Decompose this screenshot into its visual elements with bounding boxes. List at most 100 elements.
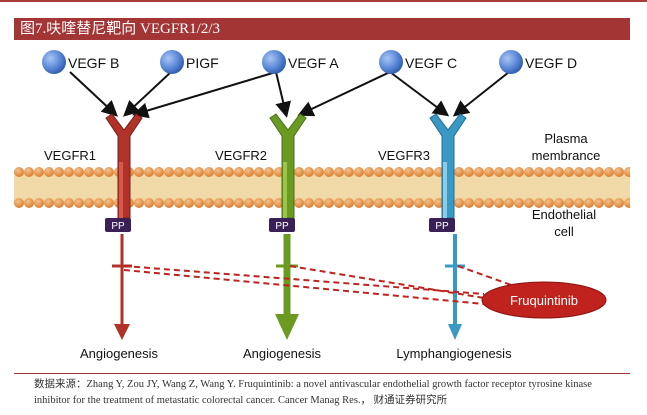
lipid-head [464,167,474,177]
lipid-head [374,167,384,177]
lipid-head [484,167,494,177]
lipid-head [84,167,94,177]
lipid-head [134,167,144,177]
lipid-head [44,198,54,208]
lipid-head [54,167,64,177]
lipid-head [294,167,304,177]
ligand-ball-icon [379,50,403,74]
lipid-head [604,198,614,208]
lipid-head [584,198,594,208]
lipid-head [94,167,104,177]
ligand-ball-icon [160,50,184,74]
lipid-head [534,167,544,177]
receptor-vegfr3: PP VEGFR3 Lymphangiogenesis [378,113,512,361]
lipid-head [354,198,364,208]
receptor-label: VEGFR2 [215,148,267,163]
lipid-head [174,198,184,208]
lipid-head [324,167,334,177]
ligand-vegf-d: VEGF D [499,50,577,74]
lipid-head [294,198,304,208]
lipid-head [454,167,464,177]
lipid-head [24,167,34,177]
lipid-head [234,167,244,177]
lipid-head [544,198,554,208]
lipid-head [454,198,464,208]
lipid-head [44,167,54,177]
lipid-head [614,198,624,208]
lipid-head [494,198,504,208]
lipid-head [14,198,24,208]
lipid-head [584,167,594,177]
lipid-head [304,167,314,177]
lipid-head [554,198,564,208]
lipid-head [154,167,164,177]
ligand-ball-icon [42,50,66,74]
lipid-head [34,198,44,208]
lipid-head [174,167,184,177]
lipid-head [84,198,94,208]
lipid-head [424,198,434,208]
lipid-head [164,167,174,177]
receptor-label: VEGFR3 [378,148,430,163]
lipid-head [24,198,34,208]
lipid-head [524,167,534,177]
lipid-head [474,167,484,177]
lipid-head [254,167,264,177]
lipid-head [234,198,244,208]
lipid-head [134,198,144,208]
ligand-label: VEGF C [405,55,457,71]
lipid-head [224,167,234,177]
lipid-head [304,198,314,208]
ligand-label: VEGF D [525,55,577,71]
lipid-head [344,167,354,177]
lipid-head [204,198,214,208]
lipid-head [314,198,324,208]
lipid-head [464,198,474,208]
lipid-head [534,198,544,208]
phospho-box [269,218,295,232]
lipid-head [374,198,384,208]
lipid-head [184,198,194,208]
ligand-label: PIGF [186,55,219,71]
lipid-head [594,167,604,177]
top-rule [0,0,647,2]
lipid-head [394,167,404,177]
footer-rule [14,373,630,374]
lipid-head [144,167,154,177]
fruquintinib-drug: Fruquintinib [481,281,607,319]
lipid-head [254,198,264,208]
lipid-head [494,167,504,177]
lipid-head [244,198,254,208]
lipid-head [524,198,534,208]
inhibition-lines [123,265,515,305]
ligand-vegf-c: VEGF C [379,50,457,74]
lipid-head [104,167,114,177]
phospho-box [105,218,131,232]
drug-ellipse [481,281,607,319]
source-note: 数据来源：Zhang Y, Zou JY, Wang Z, Wang Y. Fr… [34,379,592,406]
lipid-head [364,198,374,208]
drug-label: Fruquintinib [510,293,578,308]
lipid-head [554,167,564,177]
lipid-head [574,198,584,208]
phospho-label: PP [275,221,289,232]
phospho-box [429,218,455,232]
lipid-head [404,167,414,177]
lipid-head [224,198,234,208]
lipid-head [194,198,204,208]
lipid-head [564,198,574,208]
lipid-head [484,198,494,208]
lipid-head [184,167,194,177]
phospho-label: PP [111,221,125,232]
lipid-head [604,167,614,177]
lipid-head [244,167,254,177]
lipid-head [214,167,224,177]
lipid-tail-layer [14,172,630,203]
ligand-arrows [69,71,510,119]
lipid-head [14,167,24,177]
lipid-head [364,167,374,177]
lipid-head [54,198,64,208]
lipid-head [624,167,630,177]
lipid-head [474,198,484,208]
